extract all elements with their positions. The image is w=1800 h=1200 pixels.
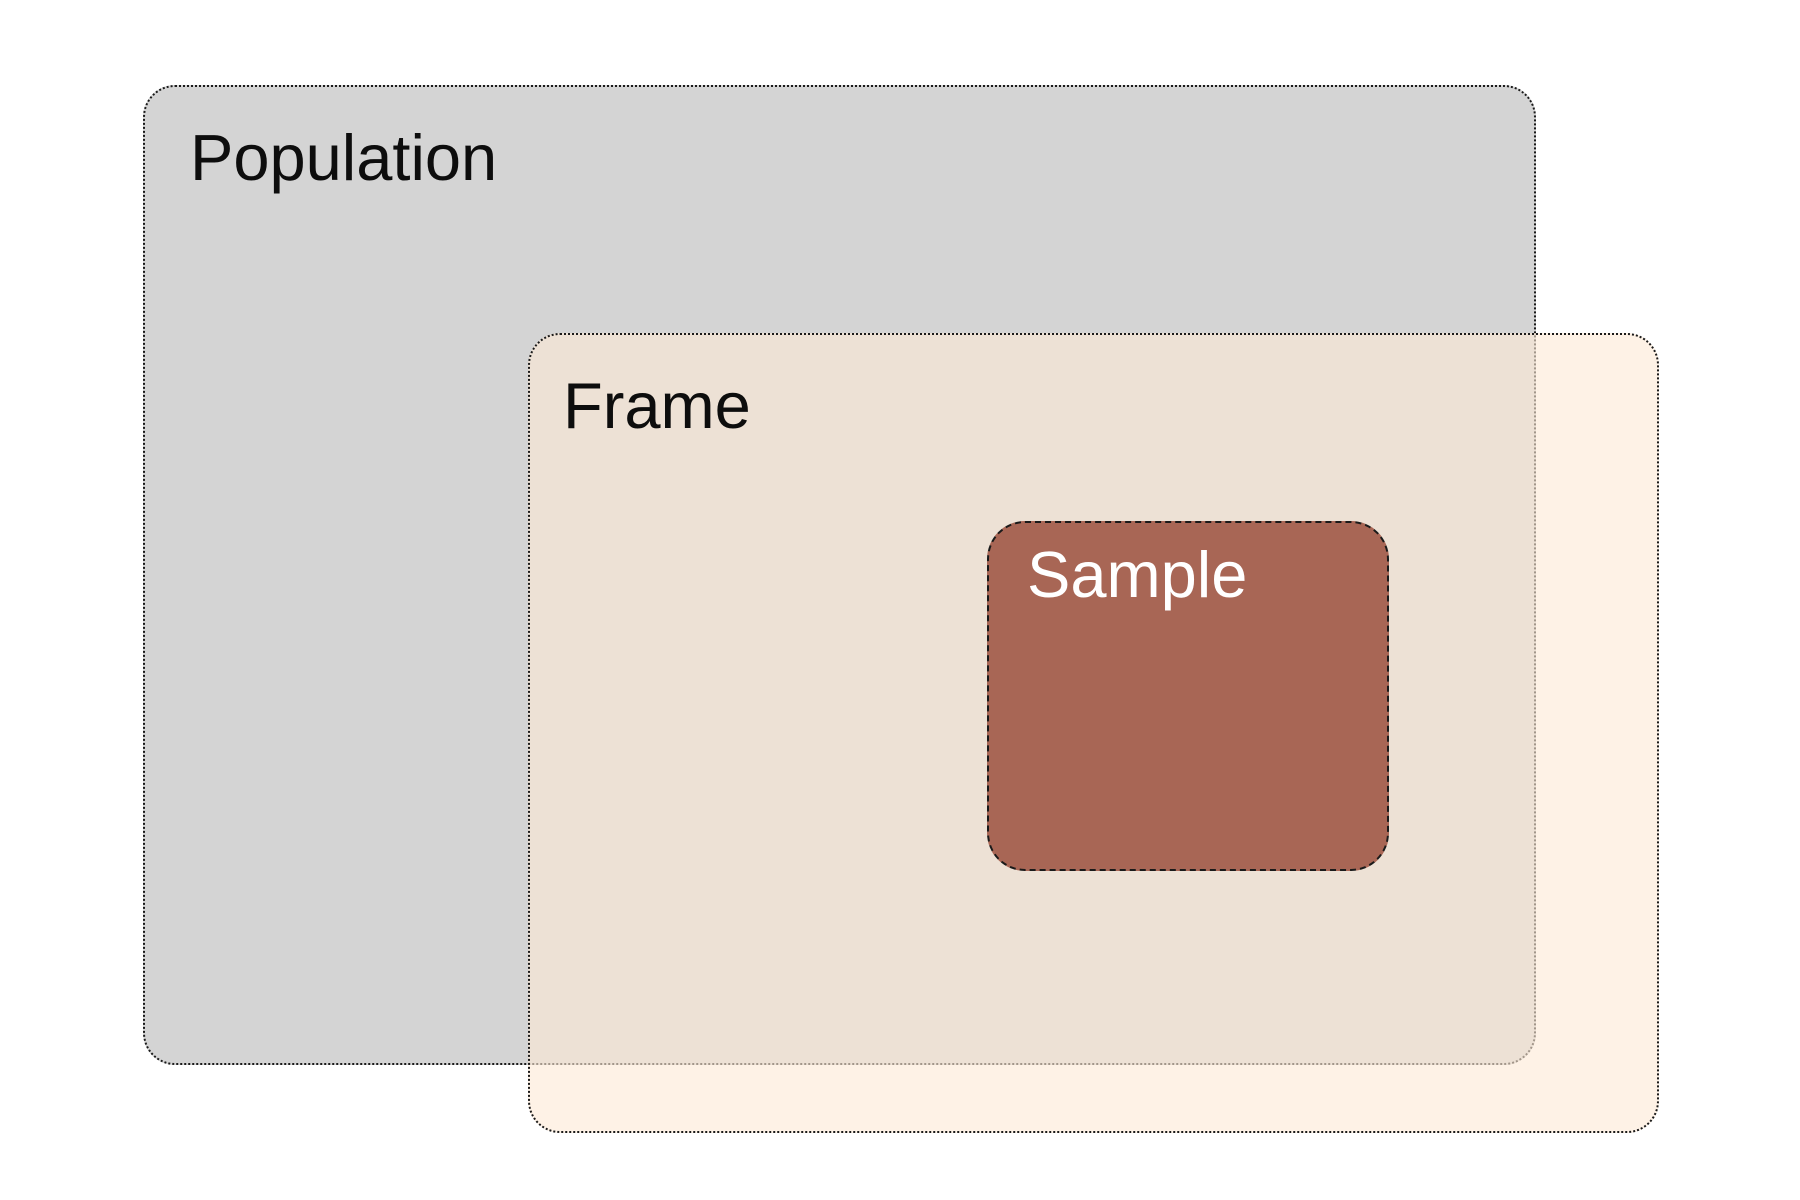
frame-label: Frame [563,369,751,442]
sample-box: Sample [987,521,1389,871]
population-label: Population [190,121,498,194]
sample-label: Sample [1027,538,1248,611]
